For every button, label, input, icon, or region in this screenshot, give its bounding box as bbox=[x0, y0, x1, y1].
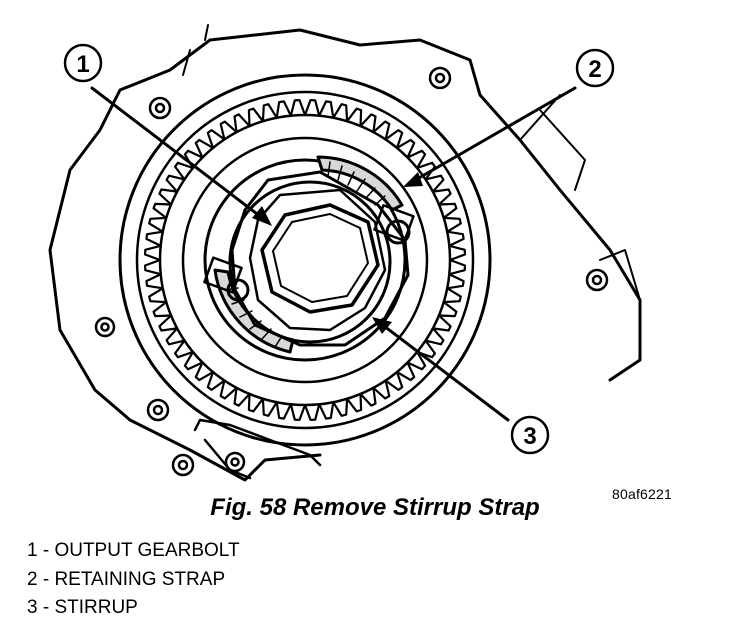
retaining-strap-lower bbox=[213, 268, 295, 354]
legend-item-1: 1 - OUTPUT GEARBOLT bbox=[27, 540, 240, 561]
gear-inner-ring-1 bbox=[181, 136, 429, 384]
callout-1-number: 1 bbox=[76, 51, 89, 78]
output-gearbolt-hex-inner bbox=[272, 213, 369, 303]
motor-assembly-illustration: 1 2 3 bbox=[48, 24, 642, 482]
gear-teeth bbox=[144, 99, 466, 421]
leader-lines bbox=[90, 86, 577, 422]
output-gearbolt-hex bbox=[260, 203, 380, 314]
mounting-holes bbox=[94, 66, 609, 477]
housing-inner-edge bbox=[182, 24, 641, 301]
retaining-strap-upper bbox=[316, 155, 404, 212]
gear-ring-outer bbox=[135, 90, 475, 430]
callout-2: 2 bbox=[575, 48, 615, 88]
strap-pin-right bbox=[385, 219, 411, 245]
gear-inner-ring-2 bbox=[203, 158, 407, 362]
callout-3: 3 bbox=[510, 415, 550, 455]
stirrup-body bbox=[230, 170, 410, 347]
stirrup-inner bbox=[248, 188, 387, 332]
strap-pin-left bbox=[226, 278, 250, 302]
leader-arrowheads bbox=[252, 172, 423, 334]
callout-2-number: 2 bbox=[588, 56, 601, 83]
gear-outer-rim bbox=[118, 73, 492, 447]
figure-code: 80af6221 bbox=[612, 486, 672, 502]
hub-ring bbox=[228, 180, 392, 344]
legend-item-3: 3 - STIRRUP bbox=[27, 597, 138, 618]
figure-caption: Fig. 58 Remove Stirrup Strap bbox=[210, 494, 540, 521]
callout-1: 1 bbox=[63, 43, 103, 83]
gear-tooth-profile bbox=[144, 99, 466, 421]
callout-3-number: 3 bbox=[523, 423, 536, 450]
legend-item-2: 2 - RETAINING STRAP bbox=[27, 568, 226, 590]
legend: 1 - OUTPUT GEARBOLT 2 - RETAINING STRAP … bbox=[27, 537, 240, 623]
